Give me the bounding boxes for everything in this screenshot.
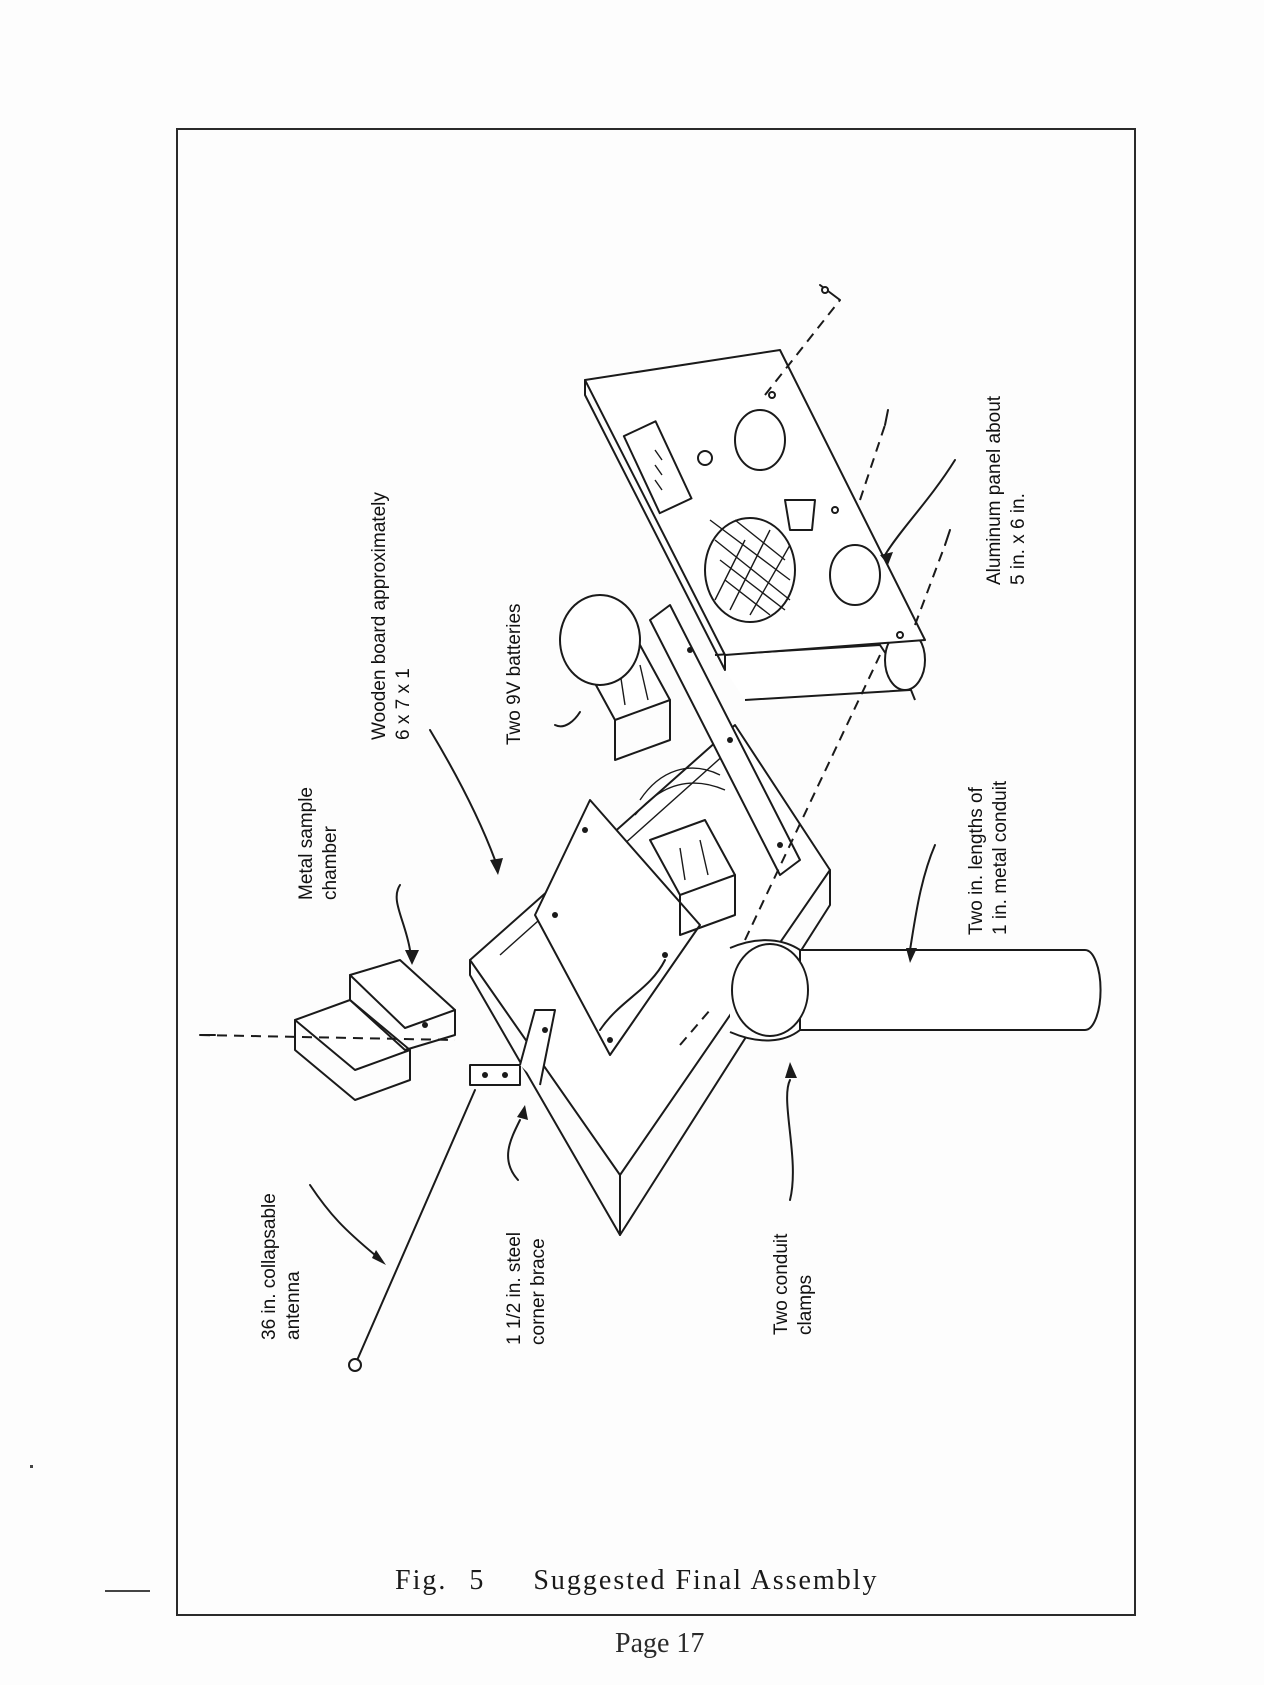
label-conduit-lengths: Two in. lengths of 1 in. metal conduit <box>966 780 1011 935</box>
panel-screws <box>679 284 951 1046</box>
rear-rail <box>649 604 801 876</box>
scan-mark <box>105 1590 150 1592</box>
caption-title: Suggested Final Assembly <box>533 1565 879 1596</box>
circuit-board <box>534 767 726 1056</box>
label-chamber-line2: chamber <box>320 825 341 900</box>
label-antenna: 36 in. collapsable antenna <box>259 1193 304 1340</box>
label-clamps-line2: clamps <box>795 1275 816 1335</box>
label-panel-line2: 5 in. x 6 in. <box>1008 493 1029 585</box>
conduit-front <box>729 939 1102 1042</box>
label-antenna-line2: antenna <box>283 1271 304 1340</box>
leader-lines <box>309 459 956 1265</box>
figure-frame <box>176 128 1136 1616</box>
label-antenna-line1: 36 in. collapsable <box>259 1193 280 1340</box>
label-batteries-line1: Two 9V batteries <box>504 603 525 745</box>
label-batteries: Two 9V batteries <box>504 603 525 745</box>
label-chamber-line1: Metal sample <box>296 787 317 900</box>
aluminum-panel <box>584 349 926 671</box>
scan-dot <box>30 1465 33 1468</box>
label-corner-brace: 1 1/2 in. steel corner brace <box>504 1232 549 1345</box>
label-sample-chamber: Metal sample chamber <box>296 787 341 900</box>
label-conduit-line1: Two in. lengths of <box>966 786 987 935</box>
corner-brace <box>469 1009 556 1086</box>
label-wooden-board: Wooden board approximately 6 x 7 x 1 <box>369 492 414 740</box>
page-number: Page 17 <box>615 1628 705 1659</box>
antenna <box>348 1089 476 1372</box>
label-brace-line2: corner brace <box>528 1238 549 1345</box>
label-conduit-clamps: Two conduit clamps <box>771 1233 816 1335</box>
sample-chamber <box>199 959 456 1101</box>
figure-caption: Fig. 5 Suggested Final Assembly <box>395 1565 878 1597</box>
label-aluminum-panel: Aluminum panel about 5 in. x 6 in. <box>984 395 1029 585</box>
label-brace-line1: 1 1/2 in. steel <box>504 1232 525 1345</box>
label-clamps-line1: Two conduit <box>771 1233 792 1335</box>
label-conduit-line2: 1 in. metal conduit <box>990 780 1011 935</box>
caption-prefix: Fig. <box>395 1565 448 1596</box>
battery-lower <box>649 819 736 936</box>
label-panel-line1: Aluminum panel about <box>984 395 1005 585</box>
caption-number: 5 <box>469 1565 486 1596</box>
label-board-line1: Wooden board approximately <box>369 492 390 740</box>
conduit-rear <box>559 594 926 701</box>
label-board-line2: 6 x 7 x 1 <box>393 668 414 740</box>
